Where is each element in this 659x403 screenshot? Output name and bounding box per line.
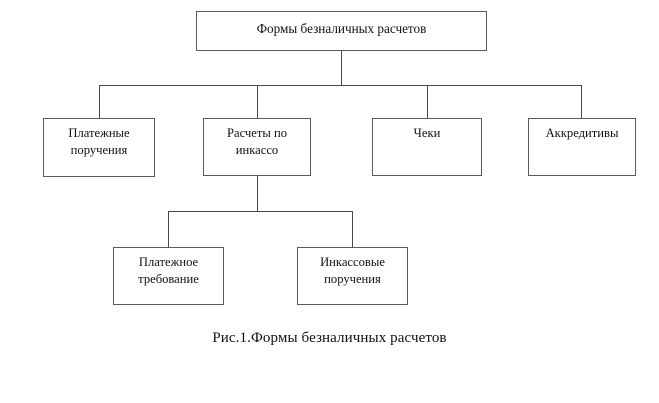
node-cheques-label: Чеки bbox=[413, 126, 441, 140]
node-payment-request[interactable]: Платежное требование bbox=[113, 247, 224, 305]
node-collection-orders-label: Инкассовые поручения bbox=[320, 255, 385, 286]
connector-drop-payment-request bbox=[168, 211, 169, 247]
connector-drop-letters-of-credit bbox=[581, 85, 582, 118]
figure-caption: Рис.1.Формы безналичных расчетов bbox=[212, 330, 447, 346]
node-payment-orders-label: Платежные поручения bbox=[68, 126, 130, 157]
node-root-forms-of-cashless-settlements[interactable]: Формы безналичных расчетов bbox=[196, 11, 487, 51]
node-payment-orders[interactable]: Платежные поручения bbox=[43, 118, 155, 177]
connector-level1-horizontal-bar bbox=[99, 85, 582, 86]
node-cheques[interactable]: Чеки bbox=[372, 118, 482, 176]
node-collection-orders[interactable]: Инкассовые поручения bbox=[297, 247, 408, 305]
node-root-label: Формы безналичных расчетов bbox=[256, 21, 427, 36]
node-collection-settlements-label: Расчеты по инкассо bbox=[226, 126, 287, 157]
node-payment-request-label: Платежное требование bbox=[138, 255, 199, 286]
node-letters-of-credit[interactable]: Аккредитивы bbox=[528, 118, 636, 176]
node-collection-settlements[interactable]: Расчеты по инкассо bbox=[203, 118, 311, 176]
connector-drop-payment-orders bbox=[99, 85, 100, 118]
connector-collection-settlements-stem bbox=[257, 176, 258, 211]
connector-level2-horizontal-bar bbox=[168, 211, 353, 212]
connector-drop-collection-settlements bbox=[257, 85, 258, 118]
connector-root-stem bbox=[341, 51, 342, 85]
node-letters-of-credit-label: Аккредитивы bbox=[545, 126, 619, 140]
connector-drop-cheques bbox=[427, 85, 428, 118]
connector-drop-collection-orders bbox=[352, 211, 353, 247]
